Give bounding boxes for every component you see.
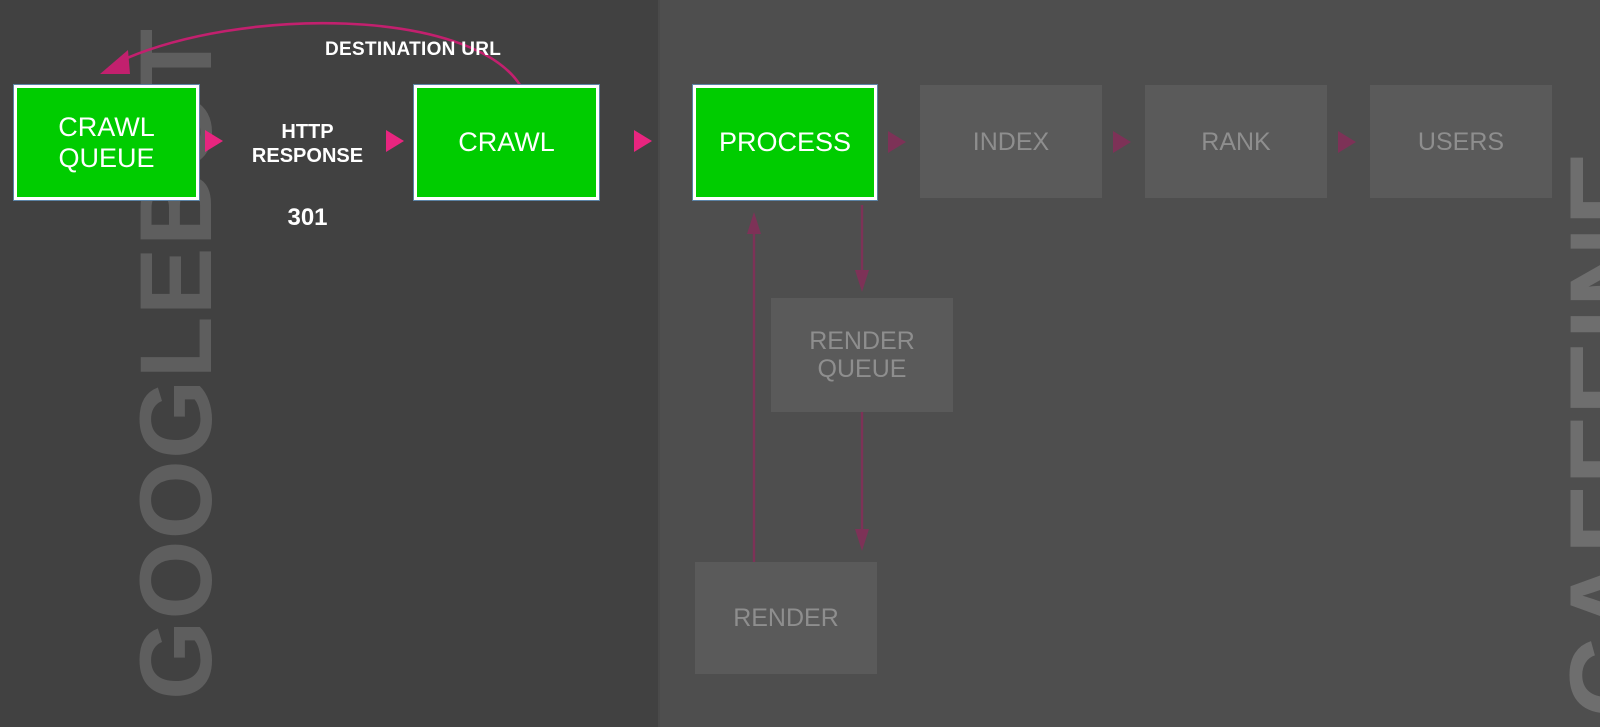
status-code-301-label: 301 bbox=[287, 204, 328, 231]
arrow-process-to-index-icon bbox=[888, 131, 906, 153]
destination-url-label: DESTINATION URL bbox=[325, 39, 502, 60]
node-crawl-label: CRAWL bbox=[458, 127, 555, 158]
node-render-queue[interactable]: RENDER QUEUE bbox=[771, 298, 953, 412]
node-process-label: PROCESS bbox=[718, 127, 852, 158]
node-users-label: USERS bbox=[1417, 127, 1505, 156]
node-crawl[interactable]: CRAWL bbox=[413, 84, 600, 201]
arrow-index-to-rank-icon bbox=[1113, 131, 1131, 153]
node-render-label: RENDER bbox=[733, 604, 839, 632]
node-render-queue-label: RENDER QUEUE bbox=[809, 327, 915, 383]
http-response-label: HTTP RESPONSE bbox=[251, 121, 364, 168]
caffeine-watermark-label: CAFFEINE bbox=[1547, 150, 1600, 718]
node-crawl-queue[interactable]: CRAWL QUEUE bbox=[13, 84, 200, 201]
node-index[interactable]: INDEX bbox=[920, 85, 1102, 198]
node-users[interactable]: USERS bbox=[1370, 85, 1552, 198]
arrow-crawl-queue-to-crawl-icon bbox=[205, 130, 223, 152]
node-rank-label: RANK bbox=[1201, 127, 1271, 156]
arrow-crawl-to-process-icon bbox=[634, 130, 652, 152]
node-index-label: INDEX bbox=[972, 127, 1050, 156]
arrow-rank-to-users-icon bbox=[1338, 131, 1356, 153]
node-process[interactable]: PROCESS bbox=[692, 84, 878, 201]
panel-divider bbox=[658, 0, 660, 727]
node-rank[interactable]: RANK bbox=[1145, 85, 1327, 198]
node-crawl-queue-label: CRAWL QUEUE bbox=[58, 112, 155, 173]
arrow-http-to-crawl-icon bbox=[386, 130, 404, 152]
node-render[interactable]: RENDER bbox=[695, 562, 877, 674]
